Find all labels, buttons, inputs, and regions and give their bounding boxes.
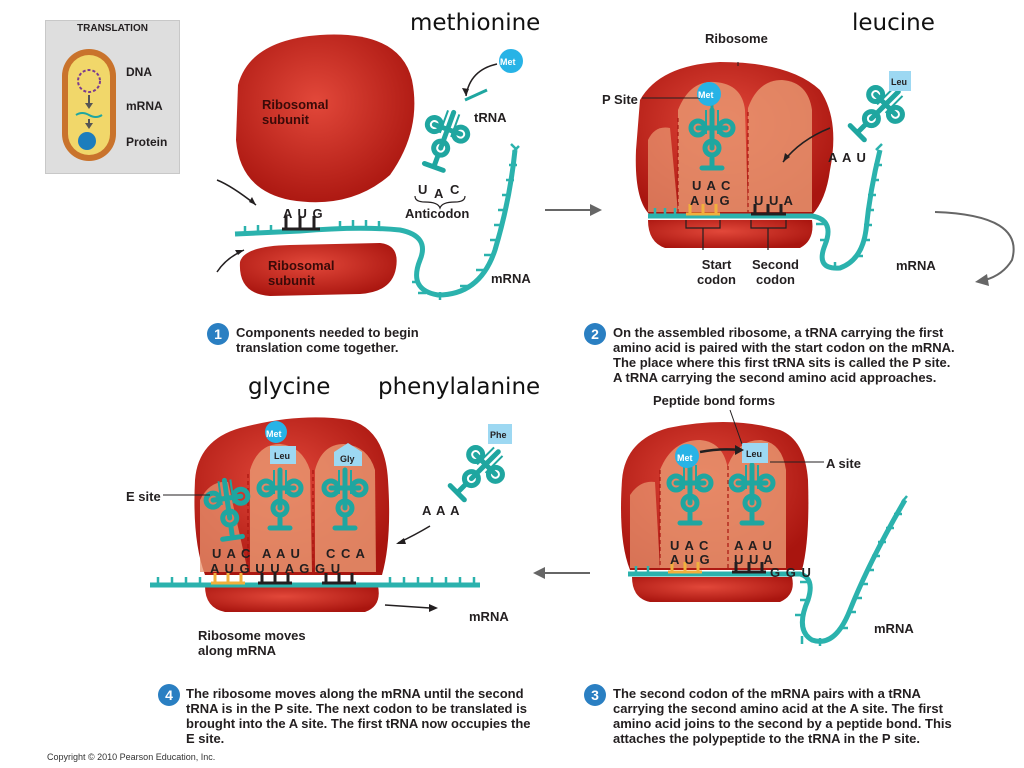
- label-codon1-p3: A U G: [670, 552, 711, 567]
- mrna-strand-3: [628, 498, 908, 644]
- label-incoming-anticodon-p4: A A A: [422, 503, 461, 518]
- gly-amino-acid-p4: [334, 443, 362, 466]
- phe-amino-acid-p4: [488, 424, 512, 444]
- legend-item-dna: DNA: [126, 65, 152, 79]
- label-met-p3: Met: [677, 453, 693, 463]
- e-site-region-p2: [648, 127, 678, 212]
- label-ribosome: Ribosome: [705, 31, 768, 46]
- met-amino-acid-p1: [499, 49, 523, 73]
- label-anticodon1-p3: U A C: [670, 538, 710, 553]
- met-amino-acid-p3: [675, 444, 699, 468]
- anticodon-base-2: A: [434, 186, 444, 201]
- copyright: Copyright © 2010 Pearson Education, Inc.: [47, 752, 216, 762]
- step-2-badge: 2: [584, 323, 606, 345]
- label-mrna-p4: mRNA: [469, 609, 509, 624]
- label-anticodon-incoming-p2: A A U: [828, 150, 867, 165]
- ribosome-bottom-panel4: [205, 586, 379, 612]
- translation-legend: TRANSLATION DNA mRNA Protein: [45, 20, 180, 174]
- anticodon-base-1: U: [418, 182, 428, 197]
- label-top-subunit: Ribosomal subunit: [262, 97, 329, 127]
- trna-panel1: [414, 105, 473, 174]
- legend-item-protein: Protein: [126, 135, 168, 149]
- met-amino-acid-p4: [265, 421, 287, 443]
- top-ribosomal-subunit: [236, 34, 415, 203]
- heading-phenylalanine: phenylalanine: [378, 374, 541, 400]
- mrna-strand-1: [234, 149, 518, 298]
- bottom-ribosomal-subunit: [239, 243, 397, 296]
- cell-icon: [62, 49, 116, 161]
- label-met-p1: Met: [500, 57, 516, 67]
- label-gly-p4: Gly: [340, 454, 355, 464]
- label-codon2-p2: U U A: [754, 193, 794, 208]
- label-codon1-p2: A U G: [690, 193, 731, 208]
- label-anticodon1-p4: U A C: [212, 546, 252, 561]
- label-second-codon: Second codon: [752, 257, 799, 287]
- label-codons-p4: A U G U U A G G U: [210, 561, 342, 576]
- met-amino-acid-p2: [697, 82, 721, 106]
- label-leu-p3: Leu: [746, 449, 763, 459]
- anticodon-brace: [414, 195, 466, 210]
- label-mrna-p1: mRNA: [491, 271, 531, 286]
- a-site-region: [748, 80, 812, 212]
- label-codon2-p3: U U A: [734, 552, 774, 567]
- arrow-2-to-3: [934, 211, 1015, 281]
- arrow-ribosome-moves: [384, 604, 431, 609]
- label-a-site: A site: [826, 456, 861, 471]
- step-1-badge: 1: [207, 323, 229, 345]
- label-anticodon2-p3: A A U: [734, 538, 773, 553]
- label-e-site: E site: [126, 489, 161, 504]
- leu-amino-acid-p4: [270, 446, 296, 464]
- label-mrna-p2: mRNA: [896, 258, 936, 273]
- label-mrna-p3: mRNA: [874, 621, 914, 636]
- label-met-p4: Met: [266, 429, 282, 439]
- label-leu-p4: Leu: [274, 451, 291, 461]
- label-start-codon: Start codon: [697, 257, 736, 287]
- label-codon-aug: A U G: [283, 206, 324, 221]
- step-2-text: On the assembled ribosome, a tRNA carryi…: [613, 325, 955, 385]
- label-next-bases-p3: G G U: [770, 565, 812, 580]
- step-3-text: The second codon of the mRNA pairs with …: [613, 686, 952, 746]
- label-anticodon1-p2: U A C: [692, 178, 732, 193]
- step-3-badge: 3: [584, 684, 606, 706]
- trna-incoming-panel4: [442, 437, 513, 508]
- ribosome-bottom-panel3: [632, 577, 793, 602]
- ribosome-bottom-panel2: [648, 220, 813, 248]
- step-4-badge: 4: [158, 684, 180, 706]
- label-leu-p2: Leu: [891, 77, 908, 87]
- label-p-site: P Site: [602, 92, 638, 107]
- heading-leucine: leucine: [852, 10, 935, 36]
- label-ribosome-moves: Ribosome moves along mRNA: [198, 628, 306, 658]
- label-met-p2: Met: [698, 90, 714, 100]
- mrna-strand-2: [648, 149, 883, 271]
- label-bottom-subunit: Ribosomal subunit: [268, 258, 335, 288]
- label-peptide-bond: Peptide bond forms: [653, 393, 776, 408]
- label-anticodon2-p4: A A U: [262, 546, 301, 561]
- step-1-text: Components needed to begin translation c…: [236, 325, 419, 355]
- label-phe-p4: Phe: [490, 430, 507, 440]
- label-anticodon3-p4: C C A: [326, 546, 366, 561]
- step-4-text: The ribosome moves along the mRNA until …: [186, 686, 531, 746]
- codon-brackets: [685, 220, 787, 250]
- label-anticodon: Anticodon: [405, 206, 470, 221]
- leu-amino-acid-p2: [889, 71, 911, 91]
- leu-amino-acid-p3: [742, 443, 768, 463]
- legend-title: TRANSLATION: [77, 23, 148, 34]
- heading-methionine: methionine: [410, 10, 541, 36]
- label-trna: tRNA: [474, 110, 507, 125]
- legend-item-mrna: mRNA: [126, 99, 163, 113]
- anticodon-base-3: C: [450, 182, 460, 197]
- heading-glycine: glycine: [248, 374, 331, 400]
